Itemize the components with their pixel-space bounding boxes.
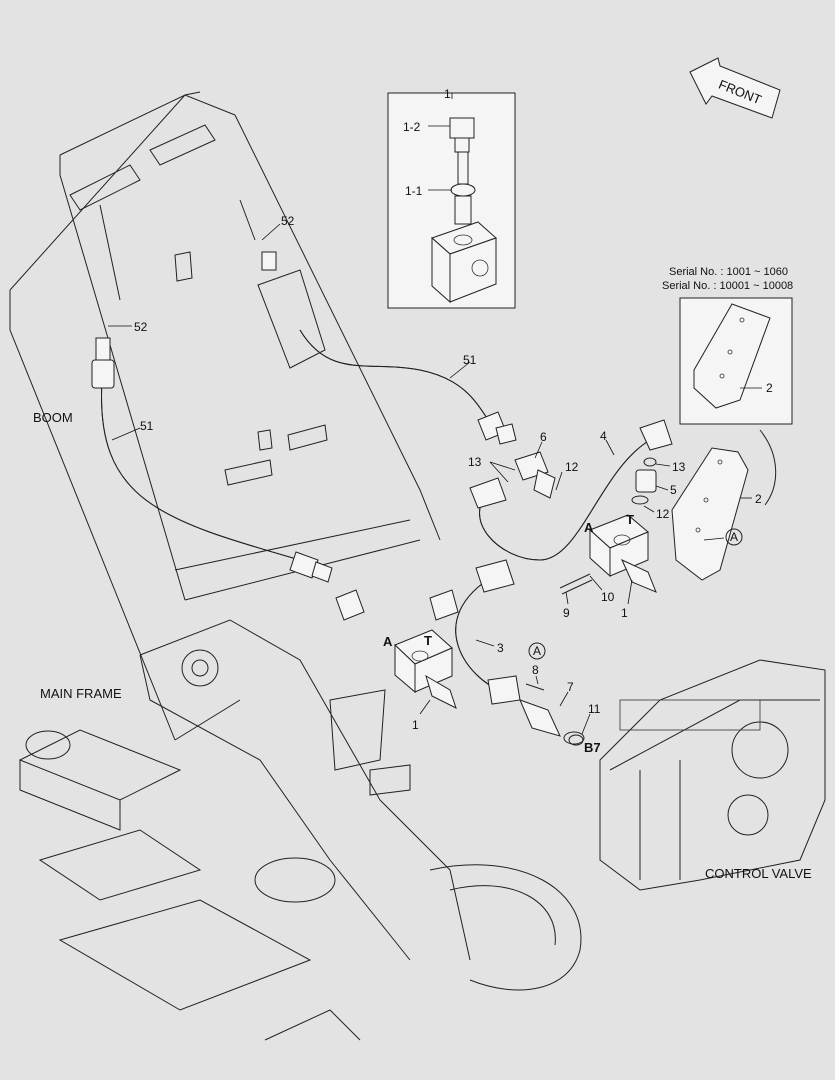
- callout-1-2: 1-2: [403, 120, 421, 134]
- callout-8: 8: [532, 663, 539, 677]
- callout-51-right: 51: [463, 353, 477, 367]
- port-t-right: T: [626, 512, 634, 527]
- callout-6: 6: [540, 430, 547, 444]
- valve-block-left: [394, 629, 457, 709]
- leader-6: [534, 441, 543, 459]
- leader-52-top: [261, 223, 281, 241]
- leader-10: [589, 575, 603, 591]
- control-valve: [599, 659, 826, 891]
- circle-a-ref-right-text: A: [730, 530, 738, 544]
- leader-12-top: [555, 471, 563, 491]
- hose-51-left: [91, 337, 333, 583]
- leader-1-left: [419, 699, 431, 715]
- bolt-9: [559, 573, 593, 595]
- leader-11: [581, 713, 591, 735]
- callout-12-top: 12: [565, 460, 579, 474]
- inset-solenoid-valve: [387, 92, 516, 309]
- screw-8: [525, 683, 545, 691]
- leader-51-right: [449, 361, 471, 379]
- port-a-right: A: [584, 520, 594, 535]
- serial-range-2: Serial No. : 10001 ~ 10008: [662, 280, 793, 292]
- leader-4: [605, 439, 615, 456]
- callout-2-main: 2: [755, 492, 762, 506]
- leader-1-right: [627, 579, 633, 605]
- callout-13-left: 13: [468, 455, 482, 469]
- callout-2-inset: 2: [766, 381, 773, 395]
- hose-4: [469, 419, 673, 561]
- fitting-left-elbows: [335, 589, 459, 621]
- callout-13-right: 13: [672, 460, 686, 474]
- callout-1-left: 1: [412, 718, 419, 732]
- circle-a-ref-left: [528, 642, 546, 660]
- callout-1-1: 1-1: [405, 184, 423, 198]
- circle-a-ref-left-text: A: [533, 644, 541, 658]
- control-valve-label: CONTROL VALVE: [705, 866, 812, 881]
- callout-10: 10: [601, 590, 615, 604]
- fitting-7: [519, 699, 585, 745]
- boom-structure: [9, 91, 441, 741]
- callout-12-right: 12: [656, 507, 670, 521]
- callout-51-left: 51: [140, 419, 154, 433]
- valve-block-right: [589, 514, 657, 593]
- leader-7: [559, 691, 569, 707]
- hose-51-right: [257, 251, 517, 445]
- fitting-6: [514, 451, 556, 499]
- callout-4: 4: [600, 429, 607, 443]
- leader-circle-a-right: [703, 537, 725, 541]
- serial-range-1: Serial No. : 1001 ~ 1060: [669, 266, 788, 278]
- callout-3: 3: [497, 641, 504, 655]
- callout-52-left: 52: [134, 320, 148, 334]
- front-arrow: [689, 57, 781, 119]
- callout-9: 9: [563, 606, 570, 620]
- leader-51-left: [111, 427, 141, 441]
- callout-inset-1: 1: [444, 87, 451, 101]
- plate-2: [671, 447, 749, 581]
- callout-52-top: 52: [281, 214, 295, 228]
- boom-label: BOOM: [33, 410, 73, 425]
- leader-12-right: [643, 505, 655, 513]
- leader-8: [535, 675, 539, 685]
- port-t-left: T: [424, 633, 432, 648]
- main-frame-label: MAIN FRAME: [40, 686, 122, 701]
- leader-3: [475, 639, 495, 647]
- callout-5: 5: [670, 483, 677, 497]
- callout-7: 7: [567, 680, 574, 694]
- port-b7: B7: [584, 740, 601, 755]
- main-frame-structure: [18, 619, 582, 1041]
- o-ring-11: [568, 734, 584, 746]
- fitting-13-right: [643, 457, 657, 467]
- fitting-5: [631, 469, 657, 505]
- callout-11: 11: [588, 702, 601, 716]
- circle-a-ref-right: [725, 528, 743, 546]
- callout-1-right: 1: [621, 606, 628, 620]
- leader-5: [655, 485, 669, 491]
- leader-13-right: [655, 463, 671, 467]
- hose-3: [455, 559, 521, 705]
- curved-arrow: [759, 429, 777, 506]
- leader-13-left: [489, 461, 516, 483]
- leader-9: [565, 591, 569, 605]
- port-a-left: A: [383, 634, 393, 649]
- inset-plate-serial: [679, 297, 793, 425]
